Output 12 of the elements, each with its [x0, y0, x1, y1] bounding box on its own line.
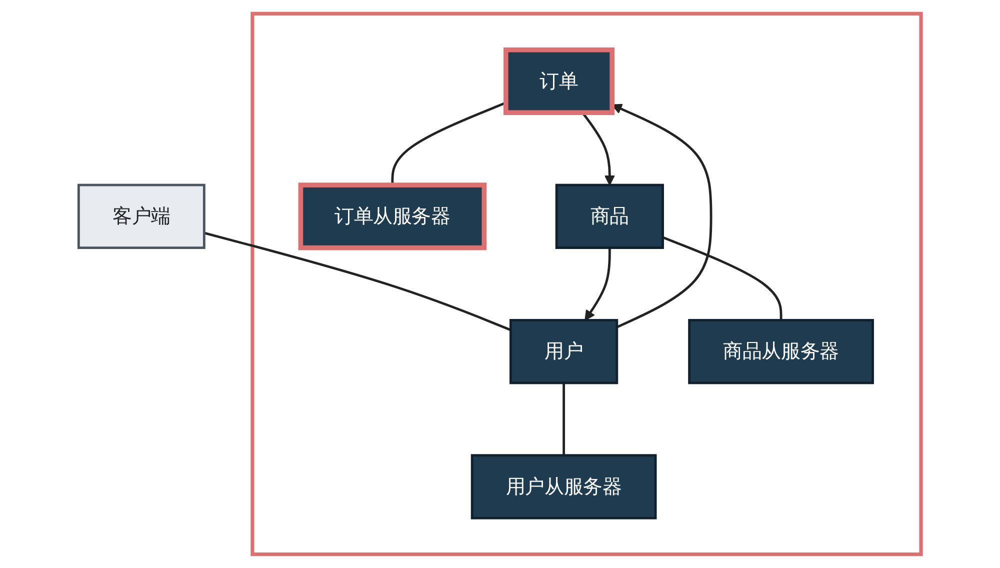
- connector: [562, 382, 566, 456]
- node-box: 商品从服务器: [688, 319, 874, 384]
- arrow: [584, 248, 612, 321]
- node-box: 客户端: [78, 184, 206, 249]
- node-box: 商品: [556, 184, 664, 249]
- node-box: 用户从服务器: [471, 454, 657, 520]
- connector: [204, 232, 512, 332]
- cluster: [250, 12, 923, 556]
- node-box: 订单从服务器: [298, 182, 487, 250]
- node-box: 用户: [510, 319, 618, 384]
- connector: [662, 236, 782, 320]
- node-box: 订单: [504, 47, 615, 116]
